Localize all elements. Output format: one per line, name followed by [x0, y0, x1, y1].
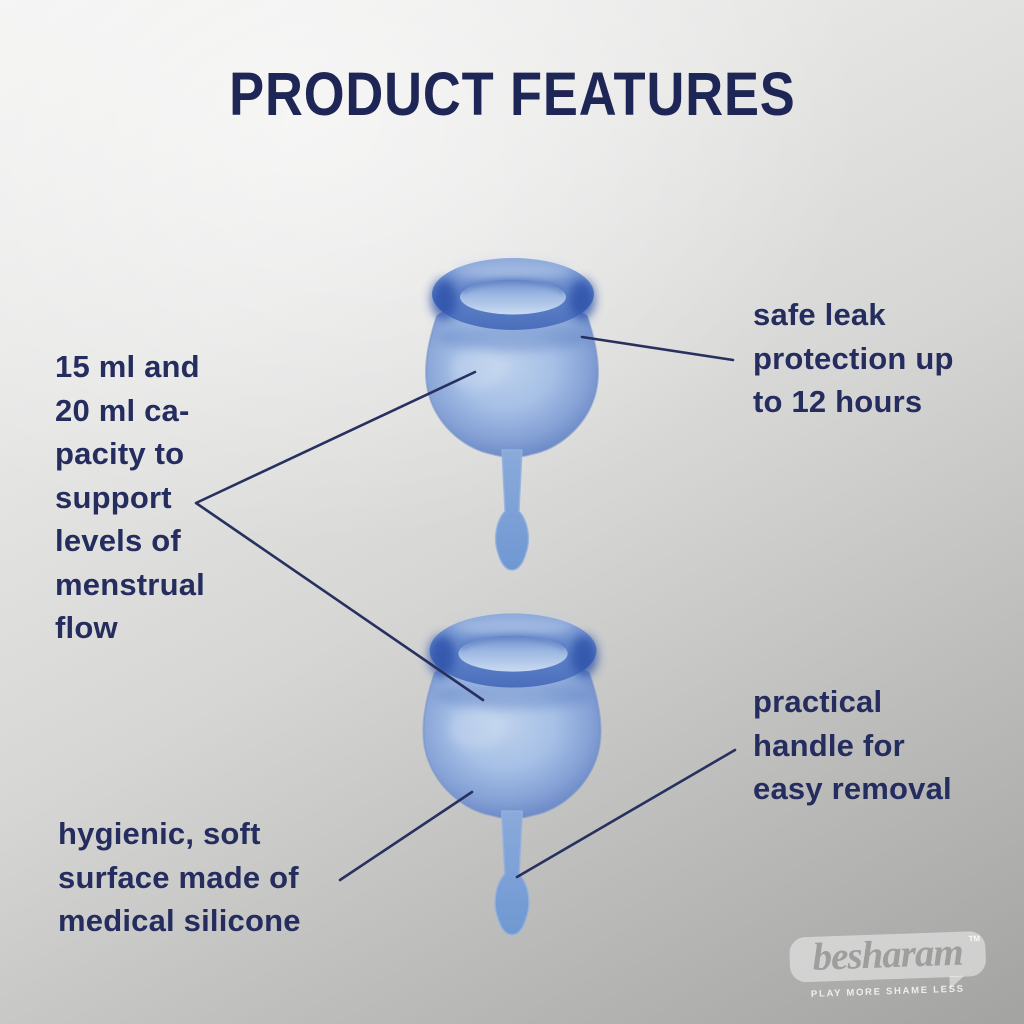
brand-name: besharam [811, 930, 964, 979]
page-title-text: PRODUCT FEATURES [228, 60, 796, 128]
speech-bubble-tail-icon [949, 975, 965, 990]
annotation-capacity: 15 ml and 20 ml ca- pacity to support le… [55, 349, 205, 645]
leader-line-capacity [194, 370, 485, 702]
brand-speech-bubble: besharam TM [788, 930, 987, 990]
brand-logo: besharam TM PLAY MORE SHAME LESS [788, 930, 1001, 1000]
trademark-symbol: TM [968, 934, 981, 944]
page-title: PRODUCT FEATURES [0, 64, 1024, 125]
leader-line-surface [338, 790, 474, 882]
annotation-handle: practical handle for easy removal [753, 684, 952, 806]
menstrual-cup-top [426, 258, 598, 570]
annotation-leak-protection: safe leak protection up to 12 hours [753, 297, 954, 419]
leader-line-handle [515, 748, 737, 879]
annotation-surface: hygienic, soft surface made of medical s… [58, 816, 301, 938]
leader-lines [194, 335, 737, 882]
menstrual-cup-bottom [423, 613, 600, 934]
leader-line-leak-protection [580, 335, 735, 362]
